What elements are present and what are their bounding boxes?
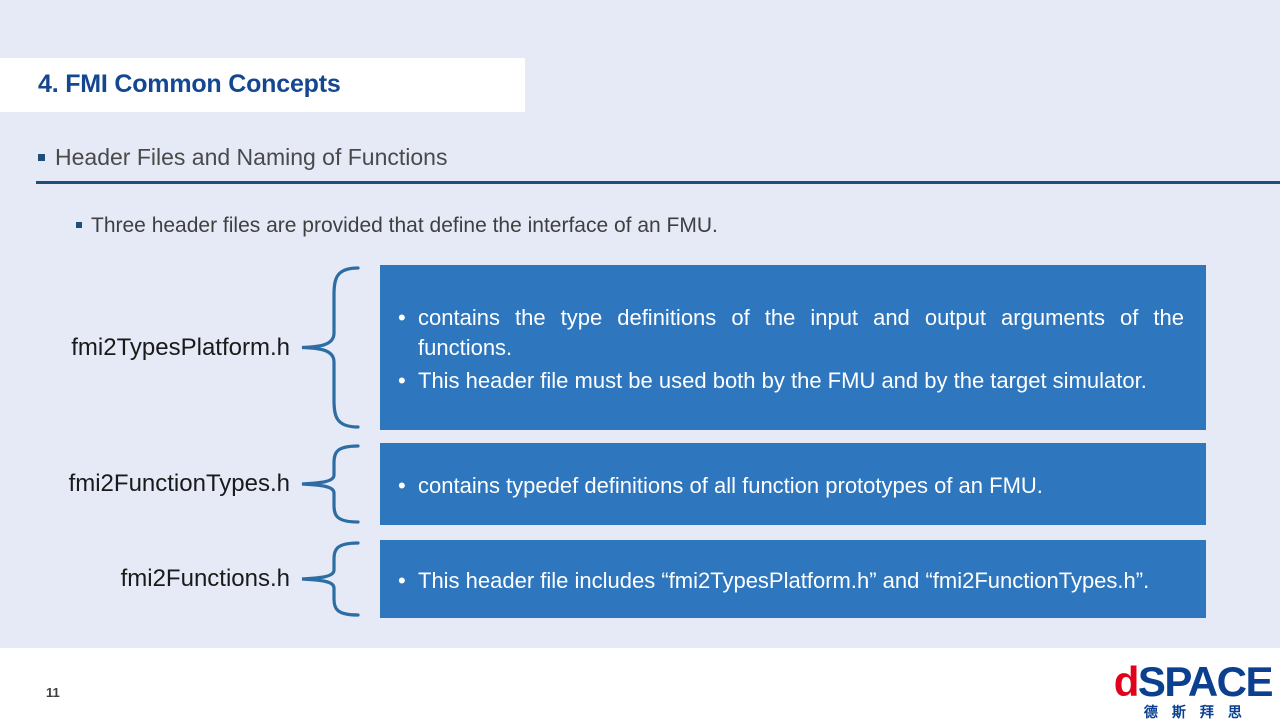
page-number: 11 bbox=[46, 685, 60, 700]
subtitle-row: Header Files and Naming of Functions bbox=[38, 144, 447, 171]
description-box: • contains typedef definitions of all fu… bbox=[380, 443, 1206, 525]
intro-bullet-row: Three header files are provided that def… bbox=[76, 214, 718, 238]
box-bullet-text: This header file must be used both by th… bbox=[418, 368, 1147, 394]
curly-brace-icon bbox=[298, 265, 360, 430]
title-band bbox=[0, 58, 525, 112]
description-box: • This header file includes “fmi2TypesPl… bbox=[380, 540, 1206, 618]
logo-wordmark: dSPACE bbox=[1113, 658, 1274, 705]
box-bullet-item: • contains the type definitions of the i… bbox=[398, 303, 1184, 363]
curly-brace-icon bbox=[298, 540, 360, 618]
box-bullet-text: contains typedef definitions of all func… bbox=[418, 473, 1043, 499]
header-file-label: fmi2TypesPlatform.h bbox=[71, 333, 290, 361]
header-file-label: fmi2FunctionTypes.h bbox=[68, 470, 290, 497]
page-title: 4. FMI Common Concepts bbox=[38, 70, 341, 98]
curly-brace-icon bbox=[298, 443, 360, 525]
square-bullet-icon bbox=[76, 222, 82, 228]
square-bullet-icon bbox=[38, 154, 45, 161]
box-bullet-item: • This header file must be used both by … bbox=[398, 366, 1184, 396]
intro-bullet-text: Three header files are provided that def… bbox=[91, 214, 718, 237]
round-bullet-icon: • bbox=[398, 368, 406, 394]
description-box: • contains the type definitions of the i… bbox=[380, 265, 1206, 430]
slide-footer bbox=[0, 648, 1280, 720]
dspace-logo: dSPACE 德斯拜思 bbox=[1113, 658, 1274, 720]
logo-letter-d: d bbox=[1113, 658, 1140, 705]
subtitle-text: Header Files and Naming of Functions bbox=[55, 144, 448, 170]
box-bullet-item: • This header file includes “fmi2TypesPl… bbox=[398, 566, 1184, 596]
logo-letters-space: SPACE bbox=[1137, 658, 1274, 705]
logo-chinese-text: 德斯拜思 bbox=[1143, 704, 1256, 720]
box-bullet-text: contains the type definitions of the inp… bbox=[418, 304, 1184, 360]
round-bullet-icon: • bbox=[398, 473, 406, 499]
round-bullet-icon: • bbox=[398, 568, 406, 594]
header-divider bbox=[36, 181, 1280, 184]
header-file-label: fmi2Functions.h bbox=[120, 565, 290, 592]
box-bullet-text: This header file includes “fmi2TypesPlat… bbox=[418, 568, 1150, 594]
round-bullet-icon: • bbox=[398, 304, 406, 330]
box-bullet-item: • contains typedef definitions of all fu… bbox=[398, 471, 1184, 501]
